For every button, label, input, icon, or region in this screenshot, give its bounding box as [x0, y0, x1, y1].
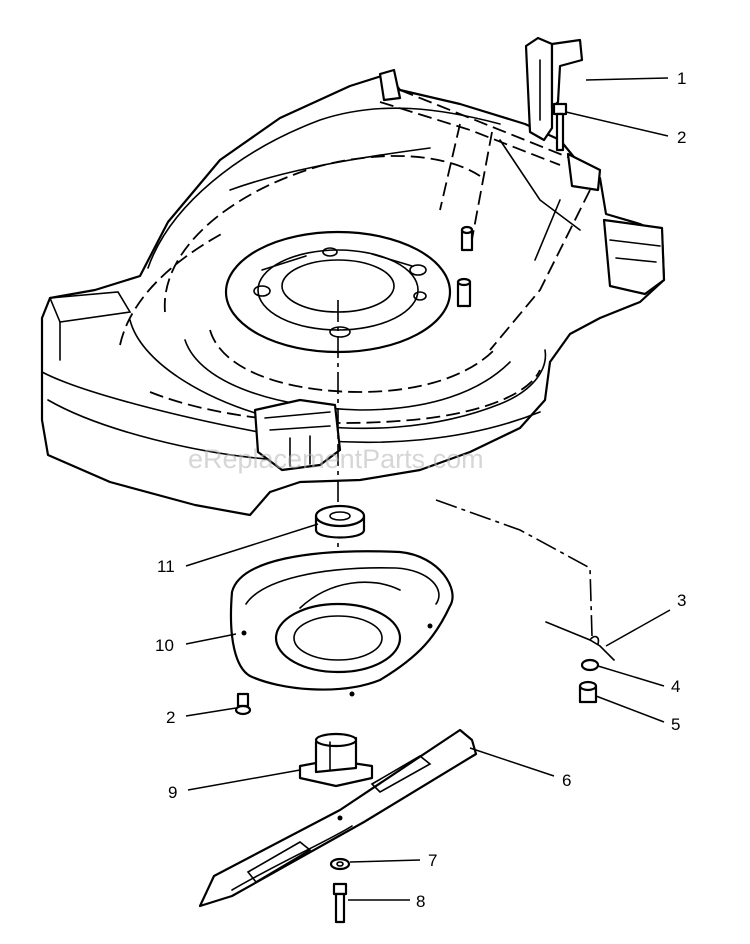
callout-8: 8 [416, 892, 425, 911]
leader-2a [565, 111, 669, 137]
part-8-blade-bolt [332, 882, 348, 924]
callout-10: 10 [155, 636, 174, 655]
callout-labels: 1 2 3 4 5 6 7 8 9 10 2 11 [155, 69, 686, 911]
callout-9: 9 [168, 783, 177, 802]
callout-7: 7 [428, 851, 437, 870]
mower-deck-housing [40, 68, 666, 517]
part-6-blade [198, 728, 478, 908]
part-9-blade-adapter [298, 732, 374, 788]
part-5-nut [578, 680, 598, 704]
callout-2-lower: 2 [166, 708, 175, 727]
part-10-baffle [229, 550, 454, 697]
leader-3 [605, 609, 671, 647]
watermark-text: eReplacementParts.com [188, 444, 484, 474]
part-2-screw-lower [234, 692, 252, 716]
leader-lines [185, 77, 671, 901]
callout-5: 5 [671, 715, 680, 734]
callout-6: 6 [562, 771, 571, 790]
leader-7 [349, 859, 421, 863]
part-3-wire-spring [545, 621, 615, 661]
leader-1 [585, 77, 669, 81]
leader-5 [595, 695, 665, 723]
leader-11 [185, 523, 319, 567]
callout-2-top: 2 [677, 128, 686, 147]
part-4-washer [580, 658, 600, 672]
callout-3: 3 [677, 591, 686, 610]
part-7-washer [329, 857, 351, 871]
leader-4 [597, 665, 665, 687]
leader-10 [185, 633, 237, 645]
part-1-bracket [524, 36, 584, 142]
leader-9 [187, 769, 301, 791]
leader-2b [185, 707, 237, 717]
leader-6 [469, 747, 555, 777]
callout-11: 11 [157, 557, 175, 576]
assembly-phantom-line-right [435, 499, 593, 637]
part-11-bearing [314, 504, 366, 539]
callout-1: 1 [677, 69, 686, 88]
callout-4: 4 [671, 677, 680, 696]
part-2-bolt-top [552, 102, 568, 152]
